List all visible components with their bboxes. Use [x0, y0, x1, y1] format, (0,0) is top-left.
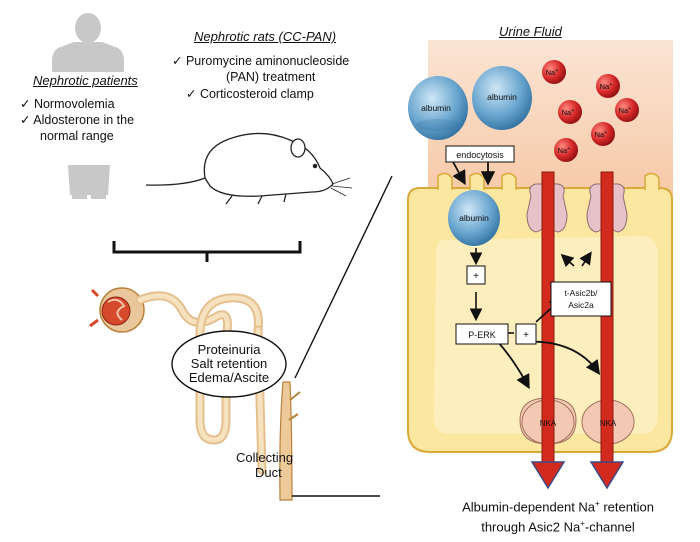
sodium-ion	[542, 60, 566, 84]
sodium-label: Na	[558, 146, 568, 155]
phenotype-salt-retention: Salt retention	[190, 356, 268, 371]
asic-label-line1: t-Asic2b/	[564, 288, 598, 298]
asic-to-channel-arrow-left	[560, 253, 575, 268]
plus-label-lower: +	[523, 330, 529, 341]
asic-label-line2: Asic2a	[568, 300, 594, 310]
plus-label-upper: +	[473, 271, 479, 282]
phenotype-proteinuria: Proteinuria	[197, 342, 261, 357]
plus-box-upper	[466, 265, 486, 285]
patients-item-normovolemia: ✓ Normovolemia	[20, 97, 115, 111]
svg-text:Na+: Na+	[558, 146, 571, 155]
sodium-ion	[615, 98, 639, 122]
asic-box	[550, 281, 612, 317]
patients-title: Nephrotic patients	[33, 73, 138, 88]
svg-text:Na+: Na+	[595, 130, 608, 139]
collecting-duct-label: Collecting Duct	[236, 450, 293, 480]
urine-fluid-title: Urine Fluid	[499, 24, 562, 39]
svg-text:Na+: Na+	[562, 108, 575, 117]
sodium-ion	[596, 74, 620, 98]
patients-item-normal-range: normal range	[40, 129, 114, 143]
caption: Albumin-dependent Na+ retention through …	[432, 495, 684, 536]
sodium-ion	[558, 100, 582, 124]
endocytosis-arrow-left	[451, 159, 466, 186]
rats-title: Nephrotic rats (CC-PAN)	[194, 29, 337, 44]
convergence-bracket	[112, 241, 302, 262]
sodium-labels: Na+ Na+ Na+ Na+ Na+ Na+	[546, 68, 632, 155]
collecting-duct-line2: Duct	[255, 465, 282, 480]
sodium-label: Na	[600, 82, 610, 91]
sodium-label: Na	[546, 68, 556, 77]
perk-box	[455, 323, 509, 345]
albumin-sphere-2	[472, 66, 532, 130]
sodium-charge: +	[571, 108, 574, 114]
rat-icon	[145, 132, 353, 205]
albumin-sphere-1	[408, 76, 468, 140]
albumin-label-2: albumin	[487, 92, 517, 102]
albumin-label-endocytosed: albumin	[459, 213, 489, 223]
sodium-charge: +	[609, 82, 612, 88]
phenotype-text: Proteinuria Salt retention Edema/Ascite	[172, 343, 286, 385]
svg-text:Na+: Na+	[600, 82, 613, 91]
sodium-charge: +	[628, 106, 631, 112]
nka-label-right: NKA	[600, 419, 617, 428]
albumin-label-1: albumin	[421, 103, 451, 113]
sodium-ions	[542, 60, 639, 162]
perk-to-nka-arrow-left	[497, 341, 530, 390]
microvilli	[437, 172, 660, 190]
sodium-charge: +	[567, 146, 570, 152]
rats-item-corticosteroid: ✓ Corticosteroid clamp	[186, 87, 314, 101]
sodium-label: Na	[562, 108, 572, 117]
endocytosis-box	[445, 145, 515, 163]
sodium-flow-arrow-right	[589, 171, 625, 490]
sodium-ion	[591, 122, 615, 146]
zoom-line-top	[294, 175, 393, 379]
sodium-flow-arrow-left	[530, 171, 566, 490]
sodium-label: Na	[619, 106, 629, 115]
collecting-duct-line1: Collecting	[236, 450, 294, 465]
endocytosis-label: endocytosis	[456, 150, 504, 160]
phenotype-edema: Edema/Ascite	[188, 370, 270, 385]
svg-text:Na+: Na+	[546, 68, 559, 77]
caption-line2: through Asic2 Na+-channel	[481, 519, 635, 535]
svg-text:Na+: Na+	[619, 106, 632, 115]
sodium-charge: +	[555, 68, 558, 74]
rats-item-pan-treatment: (PAN) treatment	[226, 70, 316, 84]
albumin-sphere-endocytosed	[448, 190, 500, 246]
sodium-ion	[554, 138, 578, 162]
nka-label-left: NKA	[540, 419, 557, 428]
patient-silhouette-icon	[52, 13, 124, 199]
sodium-charge: +	[604, 130, 607, 136]
perk-label: P-ERK	[468, 330, 496, 340]
asic-to-channel-arrow-right	[579, 251, 592, 267]
caption-line1: Albumin-dependent Na+ retention	[462, 499, 654, 515]
nephron-icon	[89, 287, 301, 501]
patients-item-aldosterone: ✓ Aldosterone in the	[20, 113, 135, 127]
plus-box-lower	[515, 323, 537, 345]
phenotype-ellipse	[171, 330, 287, 398]
sodium-label: Na	[595, 130, 605, 139]
rats-item-pan: ✓ Puromycine aminonucleoside	[172, 54, 350, 68]
